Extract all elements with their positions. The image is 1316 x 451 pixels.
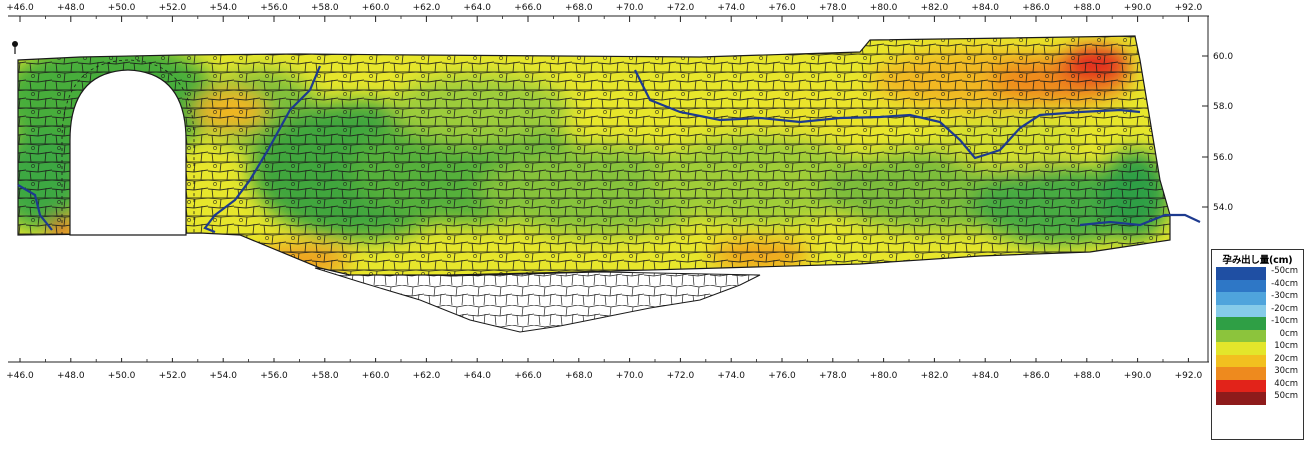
legend-item: 10cm (1212, 341, 1303, 355)
x-tick-label: +88.0 (1073, 3, 1101, 13)
legend-label: -30cm (1271, 291, 1298, 301)
legend-label: -50cm (1271, 266, 1298, 276)
legend-label: 0cm (1279, 328, 1298, 339)
top-axis: +46.0 +48.0 +50.0 +52.0 +54.0 +56.0 +58.0 +60.0… (6, 3, 1209, 22)
x-tick-label: +66.0 (514, 3, 542, 13)
x-tick-label: +60.0 (362, 3, 390, 13)
legend-item: -20cm (1212, 303, 1303, 317)
x-tick-label: +62.0 (413, 371, 441, 381)
legend-swatch (1216, 329, 1266, 342)
legend-item: -30cm (1212, 291, 1303, 305)
legend-item: 20cm (1212, 353, 1303, 367)
x-tick-label: +66.0 (514, 371, 542, 381)
x-tick-label: +86.0 (1022, 3, 1050, 13)
legend-item: 30cm (1212, 366, 1303, 380)
legend-swatch (1216, 292, 1266, 305)
x-tick-label: +74.0 (717, 3, 745, 13)
x-tick-label: +84.0 (971, 3, 999, 13)
x-tick-label: +92.0 (1175, 3, 1203, 13)
x-tick-label: +68.0 (565, 3, 593, 13)
legend-item: -10cm (1212, 316, 1303, 330)
x-tick-label: +64.0 (463, 3, 491, 13)
wall-outline (17, 35, 1171, 276)
legend-label: 30cm (1274, 366, 1298, 376)
survey-point-marker (12, 41, 18, 54)
x-tick-label: +90.0 (1124, 3, 1152, 13)
legend-title: 孕み出し量(cm) (1222, 255, 1293, 266)
x-tick-label: +76.0 (768, 371, 796, 381)
legend-item: 0cm (1212, 328, 1303, 342)
x-tick-label: +92.0 (1175, 371, 1203, 381)
x-tick-label: +76.0 (768, 3, 796, 13)
legend-label: 20cm (1274, 353, 1298, 364)
x-tick-label: +82.0 (921, 371, 949, 381)
x-tick-label: +48.0 (57, 3, 85, 13)
tunnel-arch (61, 59, 195, 236)
legend-swatch (1216, 342, 1266, 355)
legend-label: -20cm (1271, 303, 1298, 314)
x-tick-label: +62.0 (413, 3, 441, 13)
legend-label: 50cm (1274, 391, 1298, 401)
legend-swatch (1216, 354, 1266, 367)
x-tick-label: +72.0 (667, 371, 695, 381)
lower-stones (314, 267, 761, 333)
x-tick-label: +60.0 (362, 371, 390, 381)
legend-rows: -50cm -40cm -30cm -20cm -10cm 0cm 10cm 20cm 30cm… (1212, 266, 1303, 405)
x-tick-label: +56.0 (260, 371, 288, 381)
legend-label: 10cm (1274, 341, 1298, 351)
x-tick-label: +78.0 (819, 3, 847, 13)
x-tick-label: +56.0 (260, 3, 288, 13)
x-tick-label: +58.0 (311, 371, 339, 381)
x-tick-label: +90.0 (1124, 371, 1152, 381)
x-tick-label: +52.0 (159, 371, 187, 381)
x-tick-label: +46.0 (6, 3, 34, 13)
y-tick-label: 60.0 (1213, 52, 1233, 62)
x-tick-label: +88.0 (1073, 371, 1101, 381)
legend-item: 40cm (1212, 378, 1303, 392)
legend-swatch (1216, 267, 1266, 280)
x-tick-label: +58.0 (311, 3, 339, 13)
legend-swatch (1216, 379, 1266, 392)
x-tick-label: +54.0 (209, 3, 237, 13)
legend: 孕み出し量(cm) -50cm -40cm -30cm -20cm -10cm 0cm 10… (1211, 249, 1304, 440)
legend-swatch (1216, 304, 1266, 317)
contour-lines (17, 65, 1201, 234)
right-axis: 60.0 58.0 56.0 54.0 (1202, 16, 1233, 362)
x-tick-label: +78.0 (819, 371, 847, 381)
x-tick-label: +84.0 (971, 371, 999, 381)
y-tick-label: 56.0 (1213, 153, 1233, 163)
y-tick-label: 58.0 (1213, 102, 1233, 112)
x-tick-label: +70.0 (616, 3, 644, 13)
x-tick-label: +54.0 (209, 371, 237, 381)
x-tick-label: +50.0 (108, 3, 136, 13)
legend-item: -50cm (1212, 266, 1303, 280)
x-tick-label: +48.0 (57, 371, 85, 381)
x-tick-label: +64.0 (463, 371, 491, 381)
x-tick-label: +72.0 (667, 3, 695, 13)
x-tick-label: +86.0 (1022, 371, 1050, 381)
x-tick-label: +82.0 (921, 3, 949, 13)
x-tick-label: +68.0 (565, 371, 593, 381)
legend-label: -10cm (1271, 316, 1298, 326)
legend-swatch (1216, 317, 1266, 330)
x-tick-label: +46.0 (6, 371, 34, 381)
legend-item: -40cm (1212, 278, 1303, 292)
x-tick-label: +50.0 (108, 371, 136, 381)
legend-swatch (1216, 367, 1266, 380)
x-tick-label: +70.0 (616, 371, 644, 381)
legend-item: 50cm (1212, 391, 1303, 405)
legend-label: 40cm (1274, 378, 1298, 389)
legend-swatch (1216, 279, 1266, 292)
bottom-axis: +46.0 +48.0 +50.0 +52.0 +54.0 +56.0 +58.0 +60.0… (6, 358, 1209, 381)
x-tick-label: +52.0 (159, 3, 187, 13)
x-tick-label: +80.0 (870, 371, 898, 381)
legend-label: -40cm (1271, 278, 1298, 289)
y-tick-label: 54.0 (1213, 203, 1233, 213)
legend-swatch (1216, 392, 1266, 405)
x-tick-label: +74.0 (717, 371, 745, 381)
x-tick-label: +80.0 (870, 3, 898, 13)
